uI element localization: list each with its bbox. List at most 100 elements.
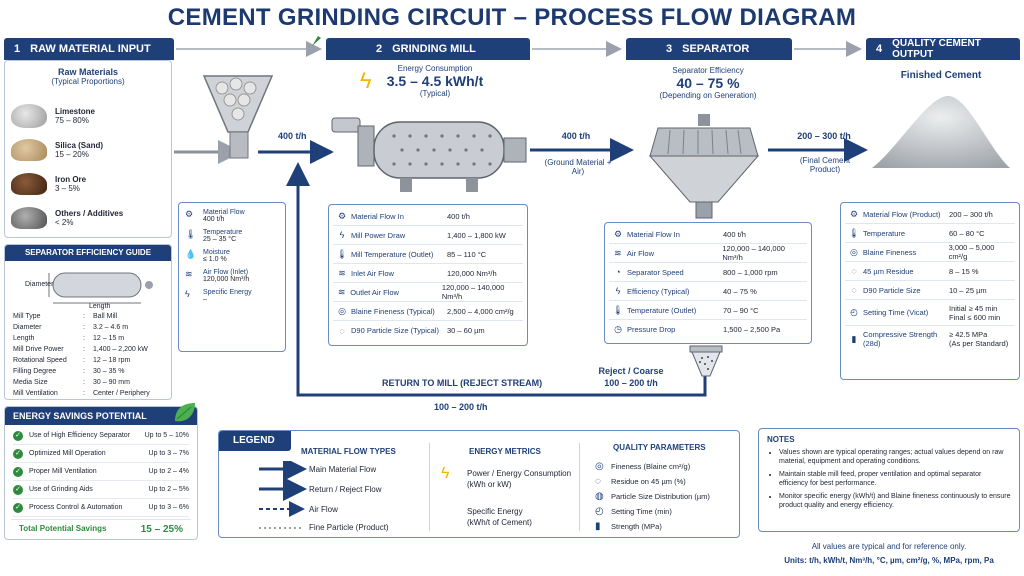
feed-item-label: Temperature bbox=[203, 229, 243, 236]
footer-units: Units: t/h, kWh/t, Nm³/h, °C, µm, cm²/g,… bbox=[784, 556, 994, 565]
legend-flow-swatches bbox=[259, 461, 307, 529]
guide-row-key: Rotational Speed bbox=[13, 357, 67, 364]
return-label: RETURN TO MILL (REJECT STREAM) bbox=[382, 378, 543, 388]
data-row-value: 200 – 300 t/h bbox=[949, 209, 993, 219]
strength-icon: ▮ bbox=[851, 333, 857, 344]
particle-size-icon: ◌ bbox=[851, 266, 857, 276]
raw-item-name: Silica (Sand) bbox=[55, 141, 104, 150]
savings-row-label: Proper Mill Ventilation bbox=[29, 468, 97, 475]
thermometer-icon: 🌡 bbox=[848, 227, 860, 238]
separator-metric-value: 40 – 75 % bbox=[676, 75, 740, 91]
guide-row: Mill Type:Ball Mill bbox=[13, 311, 163, 322]
guide-row: Filling Degree:30 – 35 % bbox=[13, 366, 163, 377]
diameter-label: Diameter bbox=[25, 281, 54, 288]
data-row-value: 1,400 – 1,800 kW bbox=[447, 230, 506, 240]
data-row-value: 8 – 15 % bbox=[949, 266, 979, 276]
pressure-gauge-icon: ◷ bbox=[614, 324, 622, 334]
legend-energy-label: Power / Energy Consumption bbox=[467, 469, 572, 478]
notes-title: NOTES bbox=[767, 435, 795, 444]
reject-value-label: 100 – 200 t/h bbox=[604, 378, 658, 388]
lightning-icon: ϟ bbox=[360, 68, 372, 93]
data-row-value-group: ≥ 42.5 MPa(As per Standard) bbox=[949, 330, 1008, 348]
data-row-value: ≥ 42.5 MPa bbox=[949, 330, 988, 339]
guide-row-sep: : bbox=[83, 346, 85, 353]
savings-row-label: Use of Grinding Aids bbox=[29, 486, 93, 493]
footer-note: All values are typical and for reference… bbox=[811, 542, 967, 551]
separator-metric-sub: (Depending on Generation) bbox=[659, 91, 757, 100]
data-row-label: Separator Speed bbox=[627, 267, 684, 277]
stage-3-num: 3 bbox=[666, 43, 673, 55]
raw-item-silica: Silica (Sand)15 – 20% bbox=[11, 133, 171, 167]
data-row: 🌡Temperature (Outlet)70 – 90 °C bbox=[609, 301, 807, 320]
data-row: ▮Compressive Strength (28d)≥ 42.5 MPa(As… bbox=[845, 326, 1015, 352]
strength-icon: ▮ bbox=[595, 521, 601, 532]
savings-row-value: Up to 5 – 10% bbox=[144, 432, 189, 439]
data-row-label: Blaine Fineness bbox=[862, 247, 917, 257]
legend-quality-label: Particle Size Distribution (µm) bbox=[611, 492, 710, 501]
notes-panel: NOTES Values shown are typical operating… bbox=[758, 428, 1020, 532]
data-row-value: 30 – 60 µm bbox=[447, 326, 485, 335]
raw-material-panel: Raw Materials (Typical Proportions) Lime… bbox=[4, 60, 172, 238]
lightning-icon: ϟ bbox=[339, 230, 345, 240]
legend-flow-label: Fine Particle (Product) bbox=[309, 523, 389, 532]
data-row-value: 120,000 – 140,000 Nm³/h bbox=[441, 283, 505, 301]
raw-item-value: 15 – 20% bbox=[55, 150, 89, 159]
data-row-value: 120,000 Nm³/h bbox=[447, 268, 497, 278]
material-flow-icon: ⚙ bbox=[613, 228, 623, 239]
data-row-value: Initial ≥ 45 min bbox=[949, 303, 998, 313]
savings-row-value: Up to 3 – 6% bbox=[148, 504, 189, 511]
legend-quality-label: Residue on 45 µm (%) bbox=[611, 477, 686, 486]
data-row-label: Material Flow In bbox=[351, 211, 404, 221]
data-row-value-2: Final ≤ 600 min bbox=[949, 312, 1001, 322]
legend-quality-row: ◌ Residue on 45 µm (%) bbox=[595, 474, 710, 489]
return-value-label: 100 – 200 t/h bbox=[434, 402, 488, 412]
data-row-value: 800 – 1,000 rpm bbox=[723, 267, 778, 277]
legend-quality-row: ◍ Particle Size Distribution (µm) bbox=[595, 489, 710, 504]
guide-row-key: Mill Ventilation bbox=[13, 390, 58, 397]
savings-row-label: Optimized Mill Operation bbox=[29, 450, 106, 457]
clock-icon: ◴ bbox=[595, 506, 604, 517]
fineness-icon: ◎ bbox=[595, 461, 604, 472]
mill-out-sub-label: (Ground Material + Air) bbox=[544, 158, 612, 176]
mill-metric: ϟ Energy Consumption 3.5 – 4.5 kWh/t (Ty… bbox=[360, 64, 490, 98]
savings-row-label: Use of High Efficiency Separator bbox=[29, 432, 131, 439]
feed-rate-label: 400 t/h bbox=[278, 131, 307, 141]
data-row-label: Efficiency (Typical) bbox=[627, 286, 690, 296]
legend-energy-label: Specific Energy bbox=[467, 507, 523, 516]
guide-row: Mill Drive Power:1,400 – 2,200 kW bbox=[13, 344, 163, 355]
stage-1-num: 1 bbox=[14, 43, 21, 55]
product-rate-label: 200 – 300 t/h bbox=[797, 131, 851, 141]
raw-item-value: < 2% bbox=[55, 218, 74, 227]
guide-row-key: Length bbox=[13, 335, 35, 342]
legend-flow-label: Return / Reject Flow bbox=[309, 485, 382, 494]
reject-title-label: Reject / Coarse bbox=[598, 366, 664, 376]
data-row-label: Temperature (Outlet) bbox=[627, 305, 697, 315]
data-row-value: 3,000 – 5,000 cm²/g bbox=[948, 243, 995, 261]
legend-energy-title: ENERGY METRICS bbox=[469, 447, 541, 456]
legend-energy-sub: (kWh/t of Cement) bbox=[467, 518, 532, 527]
guide-row-sep: : bbox=[83, 313, 85, 320]
data-row: ⚙Material Flow (Product)200 – 300 t/h bbox=[845, 205, 1015, 224]
guide-row-value: Ball Mill bbox=[93, 313, 118, 320]
leaf-icon bbox=[175, 403, 195, 422]
residue-icon: ◌ bbox=[595, 476, 601, 487]
particle-size-icon: ◍ bbox=[595, 491, 604, 502]
air-flow-icon: ≋ bbox=[185, 269, 193, 279]
savings-row-value: Up to 3 – 7% bbox=[148, 450, 189, 457]
feed-item-value: ≤ 1.0 % bbox=[203, 256, 227, 263]
guide-row-sep: : bbox=[83, 357, 85, 364]
data-row-value: 2,500 – 4,000 cm²/g bbox=[447, 306, 514, 316]
raw-heading: Raw Materials bbox=[57, 67, 119, 77]
guide-row-value: 1,400 – 2,200 kW bbox=[93, 346, 148, 353]
additives-pile-icon bbox=[11, 207, 47, 229]
